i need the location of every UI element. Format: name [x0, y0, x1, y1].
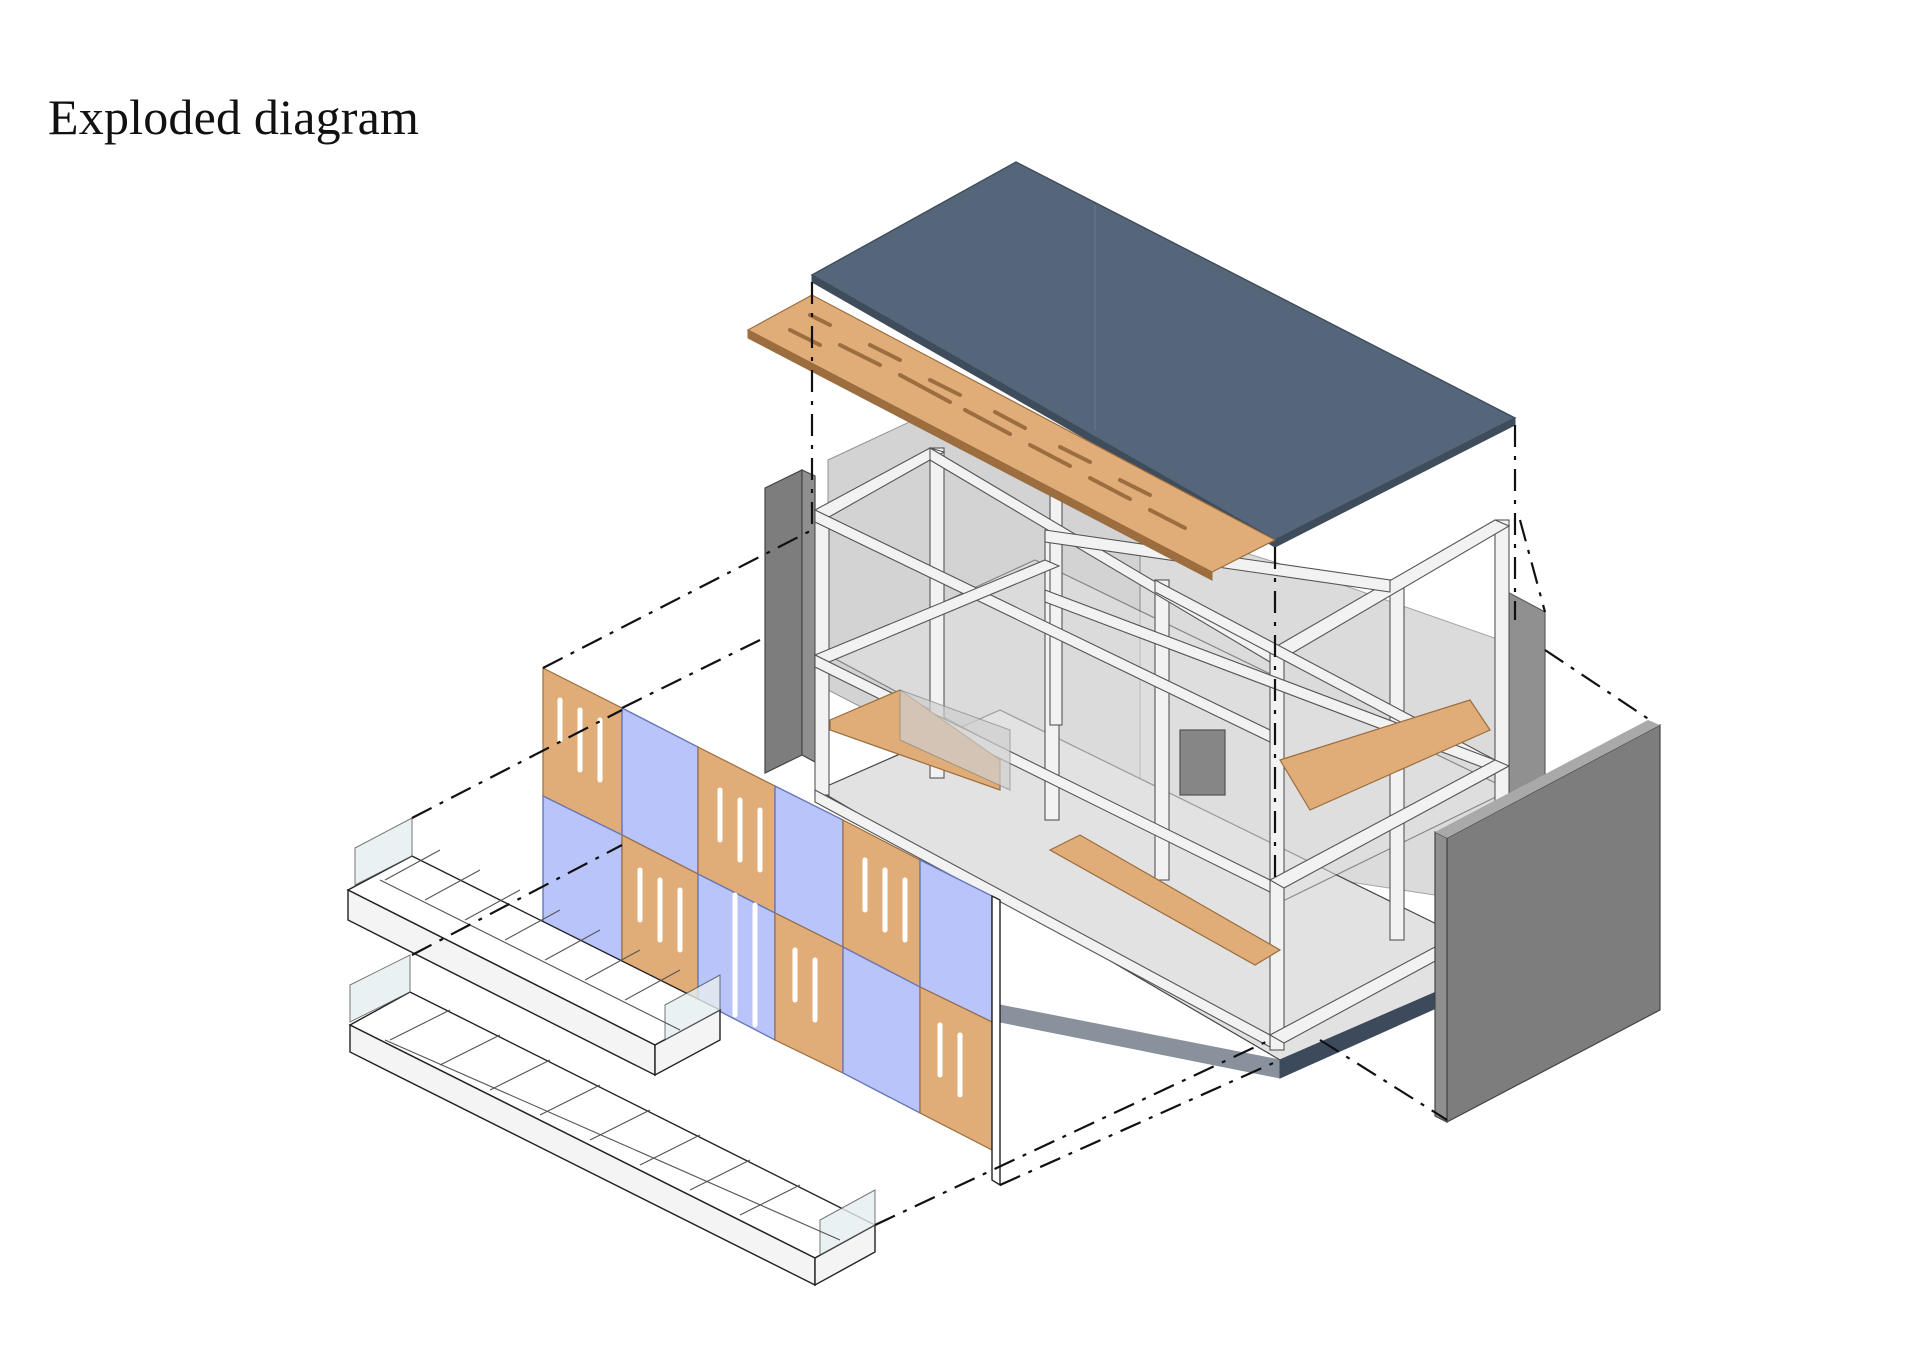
left-side-wall — [764, 469, 816, 774]
steel-structural-frame — [813, 409, 1546, 1079]
upper-balcony — [346, 817, 722, 1077]
right-side-wall — [1434, 720, 1661, 1123]
explosion-guides — [411, 282, 1651, 1226]
lower-balcony — [348, 954, 877, 1287]
page-title: Exploded diagram — [48, 89, 420, 145]
facade-panels — [542, 667, 1001, 1187]
perforated-wood-ceiling-panel — [746, 294, 1277, 581]
